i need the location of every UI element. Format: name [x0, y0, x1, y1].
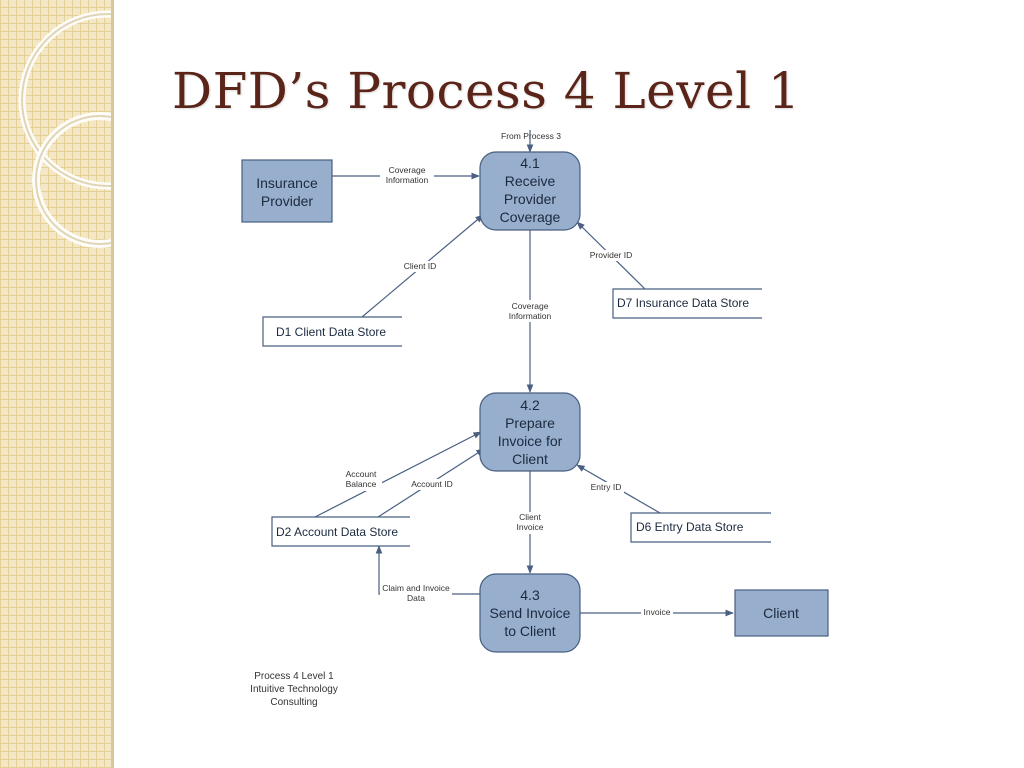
process-4-2-line1: Prepare — [505, 415, 555, 431]
data-store-d6: D6 Entry Data Store — [636, 520, 744, 534]
decorative-sidebar — [0, 0, 113, 768]
label-client-id: Client ID — [404, 261, 437, 271]
process-4-3-number: 4.3 — [520, 587, 540, 603]
label-from-process3: From Process 3 — [501, 131, 561, 141]
data-store-d1-border — [262, 316, 402, 347]
label-entry-id: Entry ID — [591, 482, 622, 492]
data-store-d6-border — [630, 512, 771, 543]
process-4-2-line3: Client — [512, 451, 548, 467]
process-4-3: 4.3 Send Invoice to Client — [479, 573, 581, 653]
label-account-balance-1: Account — [346, 469, 377, 479]
process-4-1-line3: Coverage — [500, 209, 561, 225]
entity-insurance-provider-line2: Provider — [261, 193, 313, 209]
caption-line3: Consulting — [270, 697, 317, 708]
process-4-1-line1: Receive — [505, 173, 556, 189]
entity-insurance-provider: Insurance Provider — [241, 159, 333, 223]
label-provider-id: Provider ID — [590, 250, 633, 260]
caption-line1: Process 4 Level 1 — [254, 671, 334, 682]
sidebar-circles — [18, 10, 113, 248]
flow-account-balance — [314, 431, 482, 518]
data-store-d2-border — [271, 516, 410, 547]
slide-title: DFD’s Process 4 Level 1 — [172, 62, 801, 120]
label-coverage-info-in-2: Information — [386, 175, 429, 185]
sidebar-border — [111, 0, 114, 768]
label-invoice: Invoice — [644, 607, 671, 617]
process-4-1: 4.1 Receive Provider Coverage — [479, 151, 581, 231]
data-store-d7: D7 Insurance Data Store — [617, 296, 749, 310]
data-store-d7-border — [612, 288, 762, 319]
process-4-2-line2: Invoice for — [498, 433, 563, 449]
label-coverage-info-mid-1: Coverage — [512, 301, 549, 311]
label-account-id: Account ID — [411, 479, 453, 489]
caption-line2: Intuitive Technology — [250, 684, 338, 695]
label-claim-invoice-1: Claim and Invoice — [382, 583, 450, 593]
process-4-3-line1: Send Invoice — [490, 605, 571, 621]
entity-client: Client — [734, 589, 829, 637]
label-account-balance-2: Balance — [346, 479, 377, 489]
label-coverage-info-in-1: Coverage — [389, 165, 426, 175]
data-store-d2: D2 Account Data Store — [276, 525, 398, 539]
entity-client-label: Client — [763, 605, 799, 621]
label-coverage-info-mid-2: Information — [509, 311, 552, 321]
label-client-invoice-1: Client — [519, 512, 541, 522]
label-claim-invoice-2: Data — [407, 593, 425, 603]
process-4-1-number: 4.1 — [520, 155, 540, 171]
process-4-2-number: 4.2 — [520, 397, 540, 413]
process-4-1-line2: Provider — [504, 191, 556, 207]
label-client-invoice-2: Invoice — [517, 522, 544, 532]
process-4-2: 4.2 Prepare Invoice for Client — [479, 392, 581, 472]
data-store-d1: D1 Client Data Store — [276, 325, 386, 339]
entity-insurance-provider-line1: Insurance — [256, 175, 318, 191]
process-4-3-line2: to Client — [504, 623, 555, 639]
